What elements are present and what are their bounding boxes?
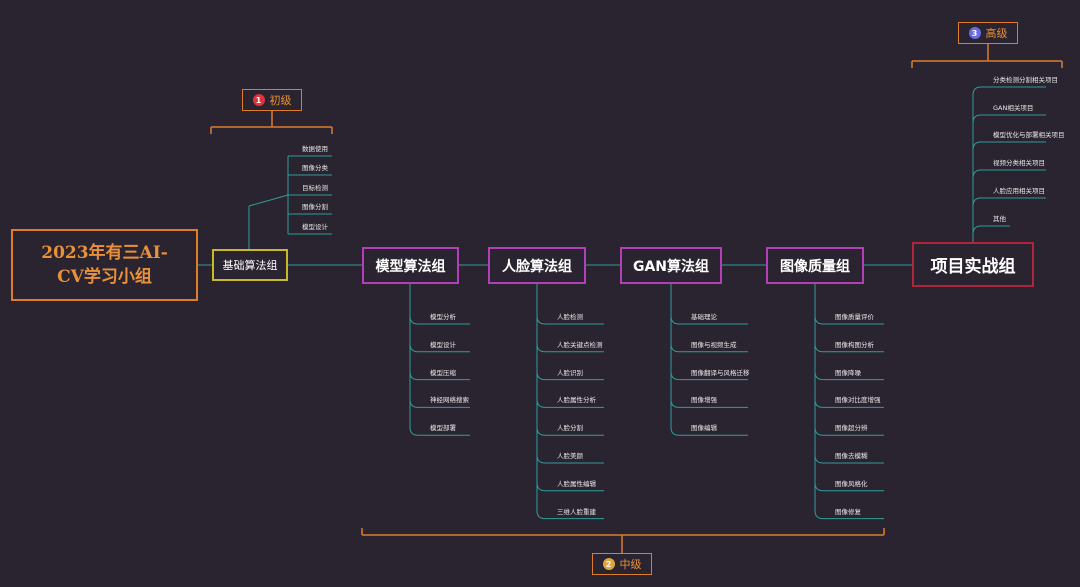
- leaf-label: 数据使用: [302, 145, 328, 153]
- level-badge-advanced: 3 高级: [958, 22, 1018, 44]
- leaf-underline: [536, 399, 604, 408]
- leaf-label: 基础理论: [691, 313, 717, 321]
- leaf-underline: [409, 371, 470, 381]
- leaf-label: 模型优化与部署相关项目: [993, 131, 1065, 139]
- leaf-label: 图像超分辨: [835, 424, 868, 433]
- leaf-underline: [670, 399, 748, 408]
- group-node-model: 模型算法组: [362, 247, 459, 284]
- leaf-label: 其他: [993, 215, 1006, 223]
- group-node-image-quality: 图像质量组: [766, 247, 864, 284]
- level-badge-intermediate: 2 中级: [592, 553, 652, 575]
- leaf-label: 人脸识别: [557, 368, 583, 377]
- leaf-underline: [972, 169, 1046, 179]
- leaf-underline: [972, 225, 1010, 235]
- leaf-underline: [536, 427, 604, 436]
- leaf-label: 图像构图分析: [835, 340, 874, 349]
- leaf-label: 人脸检测: [557, 313, 583, 321]
- leaf-label: 人脸属性编辑: [557, 479, 596, 488]
- group-node-face: 人脸算法组: [488, 247, 586, 284]
- project-group-node: 项目实战组: [912, 242, 1034, 287]
- leaf-label: 人脸关键点检测: [557, 340, 603, 349]
- leaf-label: 分类检测分割相关项目: [993, 76, 1058, 84]
- level-number-icon: 1: [252, 94, 265, 106]
- leaf-underline: [409, 315, 470, 325]
- leaf-underline: [536, 482, 604, 492]
- leaf-label: 模型分析: [430, 313, 456, 321]
- leaf-label: 模型设计: [430, 340, 456, 349]
- leaf-underline: [814, 371, 884, 381]
- leaf-label: 图像质量评价: [835, 313, 874, 321]
- leaf-label: 图像对比度增强: [835, 396, 881, 405]
- leaf-label: 图像编辑: [691, 424, 717, 433]
- leaf-underline: [814, 454, 884, 464]
- leaf-underline: [670, 427, 748, 436]
- leaf-underline: [670, 343, 748, 353]
- leaf-underline: [814, 482, 884, 492]
- leaf-label: 神经网络搜索: [430, 396, 469, 405]
- leaf-underline: [814, 315, 884, 325]
- leaf-label: 人脸分割: [557, 424, 583, 433]
- leaf-label: 目标检测: [302, 184, 328, 192]
- group-node-gan: GAN算法组: [620, 247, 722, 284]
- leaf-label: 图像增强: [691, 396, 717, 405]
- leaf-underline: [670, 315, 748, 325]
- leaf-underline: [972, 141, 1046, 151]
- leaf-label: 图像与视频生成: [691, 340, 737, 349]
- leaf-underline: [972, 197, 1046, 207]
- leaf-label: GAN相关项目: [993, 104, 1034, 112]
- leaf-underline: [814, 343, 884, 353]
- leaf-label: 图像风格化: [835, 479, 868, 488]
- leaf-label: 模型部署: [430, 424, 456, 433]
- level-badge-beginner: 1 初级: [242, 89, 302, 111]
- leaf-label: 图像分割: [302, 203, 328, 211]
- leaf-underline: [536, 371, 604, 381]
- leaf-underline: [536, 454, 604, 464]
- leaf-underline: [814, 427, 884, 436]
- leaf-label: 人脸应用相关项目: [993, 187, 1045, 195]
- leaf-underline: [409, 427, 470, 436]
- leaf-label: 人脸属性分析: [557, 396, 596, 405]
- leaf-underline: [814, 399, 884, 408]
- leaf-underline: [409, 343, 470, 353]
- leaf-label: 三维人脸重建: [557, 507, 596, 516]
- basic-algorithm-group-node: 基础算法组: [212, 249, 288, 281]
- leaf-label: 模型设计: [302, 223, 328, 231]
- leaf-underline: [536, 343, 604, 353]
- leaf-underline: [670, 371, 748, 381]
- leaf-underline: [536, 315, 604, 325]
- level-number-icon: 2: [602, 558, 615, 570]
- leaf-label: 图像去模糊: [835, 452, 868, 460]
- leaf-label: 模型压缩: [430, 368, 456, 377]
- leaf-label: 图像翻译与风格迁移: [691, 368, 750, 377]
- branch-connector: [248, 194, 289, 207]
- leaf-label: 人脸美颜: [557, 452, 583, 460]
- leaf-label: 图像分类: [302, 164, 328, 172]
- leaf-underline: [972, 114, 1046, 124]
- leaf-underline: [814, 510, 884, 520]
- leaf-label: 图像修复: [835, 507, 861, 516]
- level-label: 高级: [985, 27, 1008, 40]
- leaf-underline: [409, 399, 470, 408]
- level-number-icon: 3: [968, 27, 981, 39]
- leaf-label: 图像降噪: [835, 368, 861, 377]
- root-node: 2023年有三AI- CV学习小组: [11, 229, 198, 301]
- leaf-underline: [536, 510, 604, 520]
- leaf-label: 视频分类相关项目: [993, 159, 1045, 167]
- level-label: 中级: [619, 558, 642, 571]
- level-label: 初级: [269, 94, 292, 107]
- leaf-underline: [972, 86, 1046, 96]
